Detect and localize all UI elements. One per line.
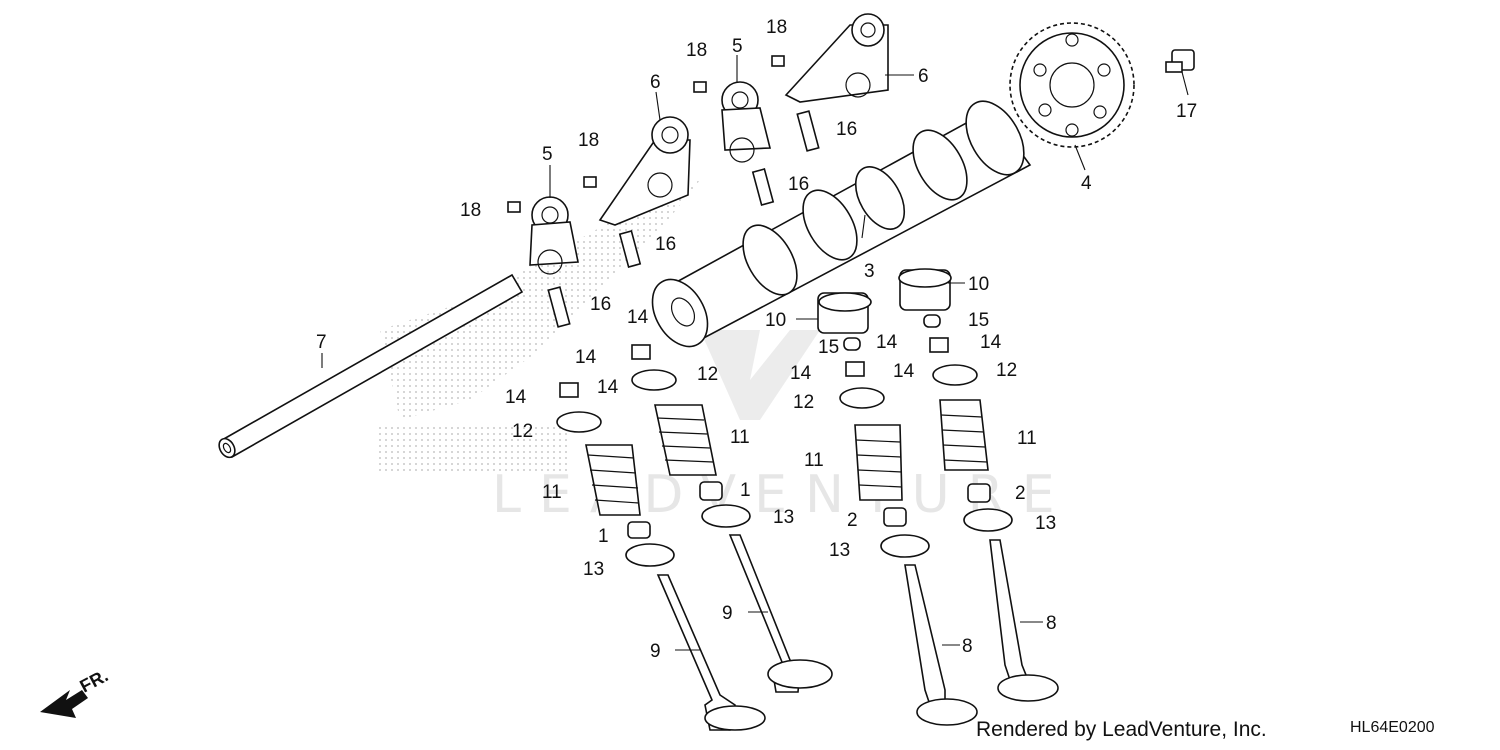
- rocker-pins: [507, 55, 785, 213]
- valve-train-3: [817, 292, 978, 726]
- callout-labels: 1 1 2 2 3 4 5 5 6 6 7 8 8 9 9 10 10 11 1…: [316, 17, 1197, 662]
- callout-14: 14: [790, 363, 812, 384]
- callout-9: 9: [650, 641, 661, 662]
- rocker-arm-a: [529, 196, 579, 275]
- diagram-code: HL64E0200: [1350, 719, 1435, 736]
- callout-6: 6: [650, 72, 661, 93]
- watermark-v-mark: [700, 330, 820, 420]
- callout-12: 12: [996, 360, 1017, 381]
- rocker-arms: [529, 13, 889, 275]
- valve-train-4: [898, 268, 1059, 702]
- callout-16: 16: [655, 234, 676, 255]
- callout-11: 11: [804, 450, 824, 471]
- callout-18: 18: [766, 17, 787, 38]
- rocker-shaft: [218, 273, 524, 459]
- sprocket-bolt: [1165, 49, 1195, 73]
- callout-3: 3: [864, 261, 875, 282]
- callout-13: 13: [1035, 513, 1056, 534]
- callout-12: 12: [793, 392, 814, 413]
- camshaft: [651, 100, 1032, 348]
- callout-2: 2: [847, 510, 858, 531]
- valve-train-1: [556, 382, 766, 731]
- watermark-text: LEADVENTURE: [492, 465, 1073, 525]
- callout-11: 11: [730, 427, 750, 448]
- watermark-brand-block: [378, 425, 568, 473]
- cam-sprocket: [1009, 22, 1135, 148]
- callout-17: 17: [1176, 101, 1197, 122]
- callout-4: 4: [1081, 173, 1092, 194]
- fr-arrow-icon: [40, 690, 88, 718]
- callout-16: 16: [788, 174, 809, 195]
- callout-8: 8: [962, 636, 973, 657]
- callout-6: 6: [918, 66, 929, 87]
- leader-lines: [321, 55, 1189, 651]
- callout-14: 14: [893, 361, 915, 382]
- callout-13: 13: [829, 540, 850, 561]
- callout-12: 12: [512, 421, 533, 442]
- callout-2: 2: [1015, 483, 1026, 504]
- callout-13: 13: [773, 507, 794, 528]
- callout-16: 16: [590, 294, 611, 315]
- callout-14: 14: [980, 332, 1002, 353]
- adjuster-screws: [547, 110, 820, 328]
- callout-12: 12: [697, 364, 718, 385]
- callout-5: 5: [732, 36, 743, 57]
- callout-5: 5: [542, 144, 553, 165]
- callout-15: 15: [818, 337, 839, 358]
- callout-1: 1: [598, 526, 609, 547]
- callout-7: 7: [316, 332, 327, 353]
- callout-8: 8: [1046, 613, 1057, 634]
- callout-10: 10: [765, 310, 786, 331]
- direction-arrow: FR.: [40, 665, 111, 718]
- render-credit: Rendered by LeadVenture, Inc.: [976, 718, 1267, 741]
- callout-11: 11: [1017, 428, 1037, 449]
- callout-14: 14: [876, 332, 898, 353]
- rocker-arm-b: [598, 116, 691, 226]
- watermark: LEADVENTURE: [378, 180, 1073, 525]
- rocker-arm-c: [721, 81, 772, 163]
- valve-train-2: [631, 344, 833, 693]
- callout-14: 14: [505, 387, 527, 408]
- callout-14: 14: [597, 377, 619, 398]
- callout-18: 18: [460, 200, 481, 221]
- callout-11: 11: [542, 482, 562, 503]
- callout-18: 18: [686, 40, 707, 61]
- callout-18: 18: [578, 130, 599, 151]
- callout-13: 13: [583, 559, 604, 580]
- callout-10: 10: [968, 274, 989, 295]
- callout-1: 1: [740, 480, 751, 501]
- callout-14: 14: [575, 347, 597, 368]
- callout-9: 9: [722, 603, 733, 624]
- watermark-wing-logo: [380, 180, 700, 420]
- callout-15: 15: [968, 310, 989, 331]
- rocker-arm-d: [784, 13, 889, 103]
- callout-16: 16: [836, 119, 857, 140]
- callout-14: 14: [627, 307, 649, 328]
